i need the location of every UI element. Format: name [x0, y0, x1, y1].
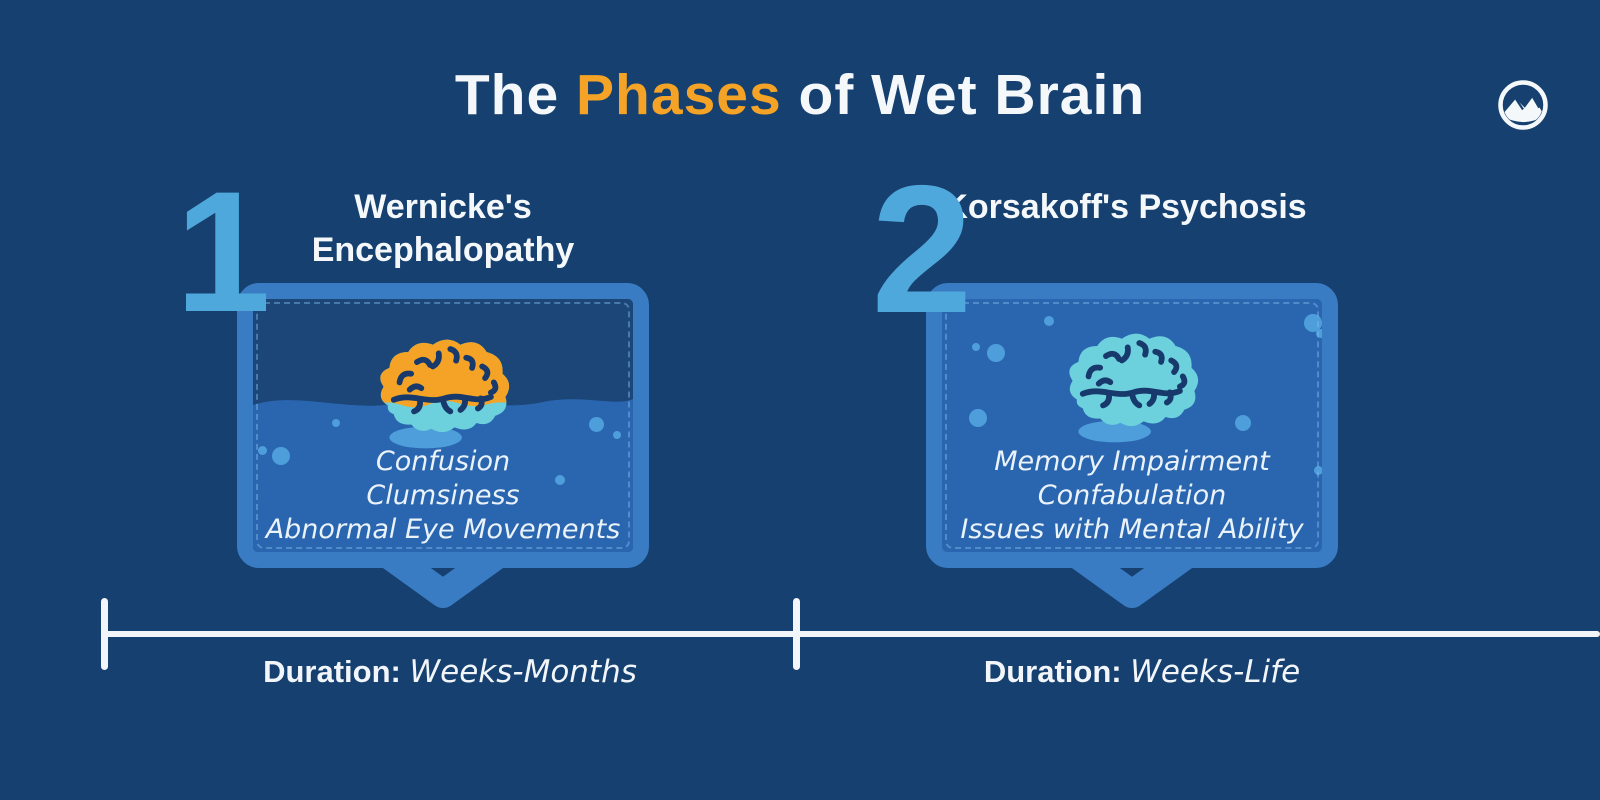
water-bubble	[272, 447, 290, 465]
phase-1-title: Wernicke's Encephalopathy	[311, 188, 575, 269]
water-bubble	[332, 419, 340, 427]
title-suffix: of Wet Brain	[781, 63, 1146, 127]
phase-2-symptom-box: Memory Impairment Confabulation Issues w…	[926, 283, 1338, 608]
mountain-logo-icon	[1498, 80, 1548, 130]
phase-1-duration: Duration: Weeks-Months	[180, 654, 720, 690]
water-bubble	[1044, 316, 1054, 326]
title-highlight: Phases	[576, 63, 782, 127]
timeline-tick-middle	[793, 598, 800, 670]
page-title: The Phases of Wet Brain	[0, 62, 1600, 128]
water-bubble	[987, 344, 1005, 362]
water-bubble	[972, 343, 980, 351]
duration-label: Duration:	[983, 654, 1122, 689]
phase-2-number: 2	[871, 147, 973, 351]
water-bubble	[969, 409, 987, 427]
title-prefix: The	[454, 63, 577, 127]
phase-2-title: Korsakoff's Psychosis	[943, 188, 1307, 226]
symptom-line: Abnormal Eye Movements	[265, 514, 621, 545]
timeline-axis	[104, 631, 1600, 637]
water-fill	[253, 399, 633, 552]
phase-1-symptom-box: Confusion Clumsiness Abnormal Eye Moveme…	[237, 283, 649, 608]
brain-half-submerged-icon	[380, 339, 510, 449]
water-bubble	[589, 417, 604, 432]
phase-1-symptoms: Confusion Clumsiness Abnormal Eye Moveme…	[253, 445, 633, 547]
water-bubble	[1304, 314, 1322, 332]
water-bubble	[613, 431, 621, 439]
water-bubble	[1235, 415, 1251, 431]
symptom-line: Confusion	[375, 446, 511, 477]
timeline-tick-start	[101, 598, 108, 670]
symptom-line: Clumsiness	[366, 480, 520, 511]
phase-1-number: 1	[175, 156, 271, 348]
phase-2-duration: Duration: Weeks-Life	[872, 654, 1412, 690]
speech-bubble-tail	[1054, 534, 1210, 608]
phase-2-box-inner: Memory Impairment Confabulation Issues w…	[942, 299, 1322, 552]
duration-value: Weeks-Months	[409, 654, 637, 690]
symptom-line: Memory Impairment	[994, 446, 1270, 477]
brain-fully-submerged-icon	[1069, 333, 1199, 443]
water-bubble	[1314, 466, 1322, 475]
duration-label: Duration:	[263, 654, 401, 689]
duration-value: Weeks-Life	[1130, 654, 1301, 690]
symptom-line: Confabulation	[1037, 480, 1227, 511]
water-bubble	[555, 475, 565, 485]
water-bubble	[258, 446, 267, 455]
speech-bubble-tail	[365, 534, 521, 608]
water-bubble	[1316, 329, 1322, 338]
symptom-line: Issues with Mental Ability	[960, 514, 1304, 545]
phase-1-box-inner: Confusion Clumsiness Abnormal Eye Moveme…	[253, 299, 633, 552]
phase-2-symptoms: Memory Impairment Confabulation Issues w…	[942, 445, 1322, 547]
